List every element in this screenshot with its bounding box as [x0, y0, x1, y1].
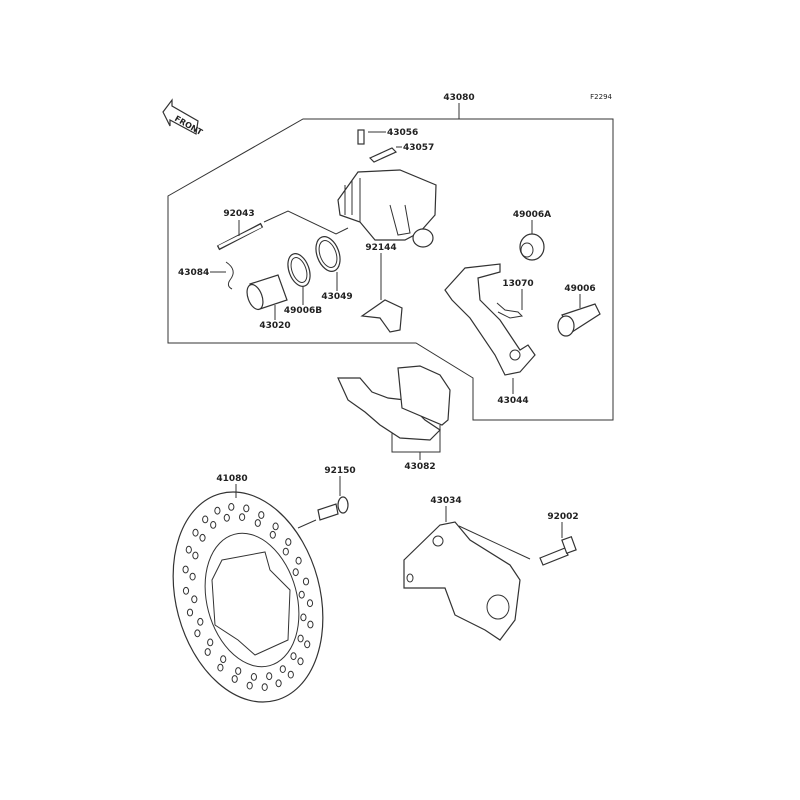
assembly-boundary	[167, 118, 614, 421]
brake-disc-part	[172, 484, 324, 703]
disc-vent-hole	[194, 629, 201, 638]
disc-vent-hole	[250, 673, 257, 681]
spring-part	[360, 253, 403, 333]
label-43044: 43044	[497, 396, 528, 406]
disc-vent-hole	[254, 519, 261, 527]
piston-part	[246, 274, 288, 320]
disc-vent-hole	[297, 657, 304, 666]
label-92002: 92002	[547, 512, 578, 522]
front-arrow-icon: FRONT	[162, 98, 204, 137]
disc-vent-hole	[275, 679, 282, 688]
disc-vent-hole	[306, 599, 314, 608]
disc-vent-hole	[182, 565, 189, 574]
disc-vent-hole	[220, 655, 227, 664]
bleeder-cap-part	[368, 146, 402, 163]
disc-vent-hole	[207, 638, 214, 647]
label-92150: 92150	[324, 466, 355, 476]
label-43020: 43020	[259, 321, 290, 331]
disc-vent-hole	[300, 613, 307, 622]
label-43082: 43082	[404, 462, 435, 472]
label-92043: 92043	[223, 209, 254, 219]
disc-vent-hole	[302, 577, 310, 586]
disc-vent-hole	[223, 513, 230, 522]
label-43034: 43034	[430, 496, 461, 506]
disc-vent-hole	[214, 506, 221, 515]
label-43056: 43056	[387, 128, 418, 138]
disc-vent-hole	[261, 683, 268, 691]
disc-vent-hole	[272, 522, 279, 531]
disc-vent-hole	[185, 545, 192, 554]
disc-vent-hole	[292, 568, 299, 577]
disc-vent-hole	[191, 595, 198, 604]
disc-vent-hole	[295, 556, 302, 565]
label-41080: 41080	[216, 474, 247, 484]
disc-vent-hole	[192, 528, 199, 537]
disc-vent-hole	[285, 538, 292, 546]
disc-vent-hole	[204, 648, 211, 656]
bracket-bolt-part	[539, 522, 577, 566]
dust-seal-part	[287, 253, 311, 305]
label-13070: 13070	[502, 279, 533, 289]
caliper-body	[337, 169, 437, 248]
disc-vent-hole	[258, 511, 265, 519]
piston-seal-part	[315, 236, 341, 291]
label-49006: 49006	[564, 284, 595, 294]
disc-vent-hole	[266, 672, 273, 681]
label-43057: 43057	[403, 143, 434, 153]
disc-vent-hole	[307, 620, 314, 629]
disc-bolt-part	[297, 476, 349, 529]
disc-vent-hole	[192, 551, 199, 560]
label-43049: 43049	[321, 292, 352, 302]
label-92144: 92144	[365, 243, 396, 253]
disc-vent-hole	[197, 617, 204, 626]
pad-set-part	[337, 365, 451, 460]
pin-part	[216, 210, 349, 251]
disc-vent-hole	[304, 640, 311, 649]
boot-a-part	[519, 220, 545, 261]
figure-code: F2294	[590, 93, 612, 101]
label-43084: 43084	[178, 268, 209, 278]
disc-vent-hole	[217, 663, 224, 672]
disc-vent-hole	[243, 504, 250, 513]
disc-vent-hole	[199, 533, 206, 542]
disc-vent-hole	[239, 513, 246, 521]
disc-vent-hole	[287, 670, 294, 679]
disc-vent-hole	[186, 608, 194, 617]
clip-part	[210, 261, 234, 290]
label-49006A: 49006A	[513, 210, 551, 220]
disc-vent-hole	[235, 667, 242, 675]
pad-spring-part	[496, 289, 524, 319]
holder-part	[444, 263, 536, 394]
disc-vent-hole	[182, 586, 190, 595]
caliper-bracket-part	[403, 506, 531, 641]
disc-vent-hole	[279, 665, 286, 673]
disc-vent-hole	[246, 681, 253, 690]
label-43080: 43080	[443, 93, 474, 103]
disc-vent-hole	[297, 634, 304, 643]
disc-vent-hole	[269, 530, 276, 539]
disc-vent-hole	[282, 547, 289, 556]
disc-vent-hole	[290, 652, 297, 661]
disc-vent-hole	[228, 503, 235, 511]
boot-part	[557, 294, 601, 337]
disc-vent-hole	[231, 675, 238, 683]
disc-vent-hole	[202, 515, 209, 524]
disc-vent-hole	[298, 590, 305, 599]
disc-vent-hole	[189, 572, 196, 581]
label-49006B: 49006B	[284, 306, 322, 316]
disc-vent-hole	[210, 521, 217, 529]
